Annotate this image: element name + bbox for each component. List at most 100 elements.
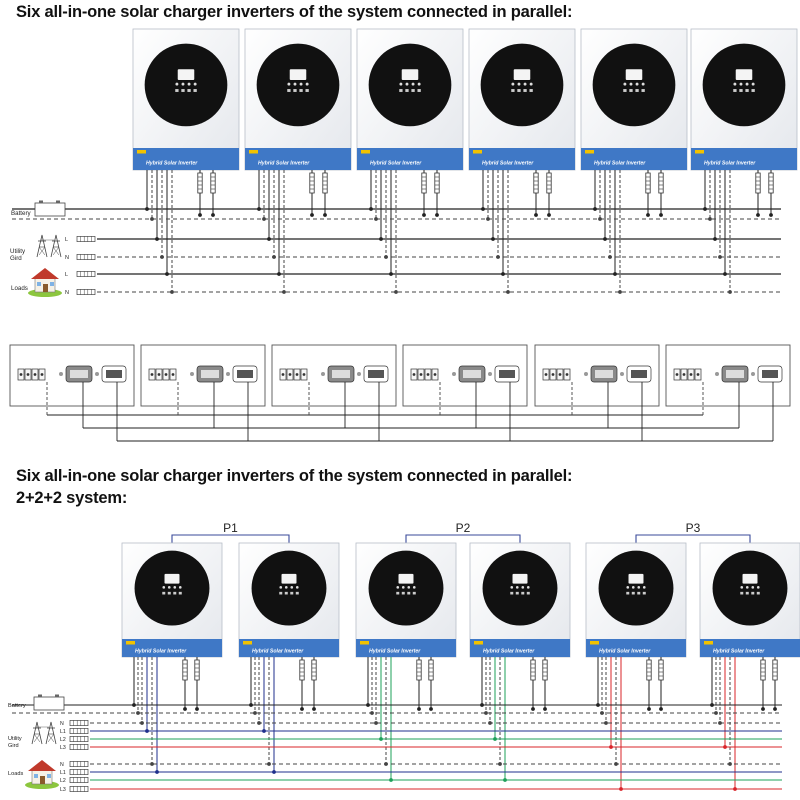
control-button — [756, 591, 760, 595]
control-button — [187, 89, 191, 92]
indicator-led — [521, 586, 525, 589]
s3-inverter-6: Hybrid Solar Inverter — [699, 542, 800, 658]
load-neutral-terminal — [76, 289, 96, 295]
group-bracket-p1: P1 — [171, 521, 290, 543]
terminal-screw — [412, 373, 416, 376]
battery-terminal — [38, 694, 42, 697]
indicator-led — [401, 586, 405, 589]
indicator-led — [173, 586, 177, 589]
pv-junction-dot — [300, 707, 304, 711]
inverter-front-panel — [691, 148, 797, 170]
section1-heading: Six all-in-one solar charger inverters o… — [16, 3, 573, 21]
s3-inverter-4: Hybrid Solar Inverter — [469, 542, 571, 658]
house-door — [40, 776, 45, 784]
pv-connector — [194, 659, 200, 681]
control-button — [407, 591, 411, 595]
indicator-led — [279, 586, 283, 589]
port-pins — [726, 370, 744, 378]
inverter-model-label: Hybrid Solar Inverter — [369, 649, 421, 655]
indicator-led — [629, 82, 633, 86]
warning-sticker — [126, 641, 135, 645]
pv-junction-dot — [543, 707, 547, 711]
indicator-led — [739, 82, 743, 86]
terminal-screw — [419, 373, 423, 376]
junction-dot — [618, 290, 622, 294]
tower-frame — [31, 721, 43, 745]
s1-inverter-5: Hybrid Solar Inverter — [580, 28, 688, 171]
battery-icon — [33, 694, 65, 711]
terminal-screw — [689, 373, 693, 376]
warning-sticker — [474, 641, 483, 645]
control-button — [623, 89, 627, 92]
s3-inverter-2: Hybrid Solar Inverter — [238, 542, 340, 658]
port-screw — [226, 372, 230, 376]
pv-connector — [322, 172, 328, 194]
inverter-model-label: Hybrid Solar Inverter — [594, 161, 646, 167]
control-button — [635, 89, 639, 92]
junction-dot — [253, 711, 257, 715]
s1-inverter-1: Hybrid Solar Inverter — [132, 28, 240, 171]
lcd-screen — [289, 69, 307, 80]
lcd-screen — [735, 69, 753, 80]
phase-terminal-6 — [69, 769, 89, 775]
tower-brace — [47, 733, 55, 743]
control-button — [631, 591, 635, 595]
lcd-screen — [177, 69, 195, 80]
group-label: P2 — [456, 521, 471, 535]
inverter-front-panel — [133, 148, 239, 170]
pv-junction-dot — [646, 213, 650, 217]
warning-sticker — [361, 150, 370, 154]
terminal-screw — [295, 373, 299, 376]
terminal-screw — [40, 373, 44, 376]
control-button — [287, 89, 291, 92]
inverter-front-panel — [469, 148, 575, 170]
pv-connector — [182, 659, 188, 681]
house-roof — [28, 760, 56, 771]
battery-terminal — [56, 200, 60, 203]
inverter-front-panel — [470, 639, 570, 657]
junction-dot — [170, 290, 174, 294]
indicator-led — [510, 586, 514, 589]
control-button — [637, 591, 641, 595]
port-pins — [237, 370, 253, 378]
inverter-display-circle — [592, 43, 676, 127]
pv-connector — [658, 659, 664, 681]
indicator-led — [740, 586, 744, 589]
pv-junction-dot — [756, 213, 760, 217]
inverter-model-label: Hybrid Solar Inverter — [135, 649, 187, 655]
indicator-led — [417, 82, 421, 86]
junction-dot — [484, 711, 488, 715]
port-pins — [499, 370, 515, 378]
indicator-led — [745, 586, 749, 589]
control-button — [642, 591, 646, 595]
control-button — [299, 89, 303, 92]
indicator-led — [411, 82, 415, 86]
group-label: P1 — [223, 521, 238, 535]
control-button — [178, 591, 182, 595]
utility-line-tag: L — [65, 237, 68, 243]
port-screw — [190, 372, 194, 376]
inverter-model-label: Hybrid Solar Inverter — [599, 649, 651, 655]
pv-connector — [421, 172, 427, 194]
bracket-line — [405, 534, 521, 543]
control-button — [279, 591, 283, 595]
terminal-block — [69, 720, 89, 726]
pv-junction-dot — [183, 707, 187, 711]
loads-label: Loads — [8, 771, 23, 777]
pv-junction-dot — [659, 213, 663, 217]
terminal-block — [69, 786, 89, 792]
indicator-led — [631, 586, 635, 589]
inverter-display-circle — [368, 43, 452, 127]
terminal-block — [76, 254, 96, 260]
indicator-led — [175, 82, 179, 86]
pv-junction-dot — [435, 213, 439, 217]
terminal-block — [69, 777, 89, 783]
control-button — [284, 591, 288, 595]
pv-connector — [197, 172, 203, 194]
battery-terminal — [39, 200, 43, 203]
pv-connector — [416, 659, 422, 681]
indicator-led — [407, 586, 411, 589]
indicator-led — [162, 586, 166, 589]
lcd-screen — [398, 573, 414, 584]
phase-tag: L2 — [60, 778, 66, 784]
